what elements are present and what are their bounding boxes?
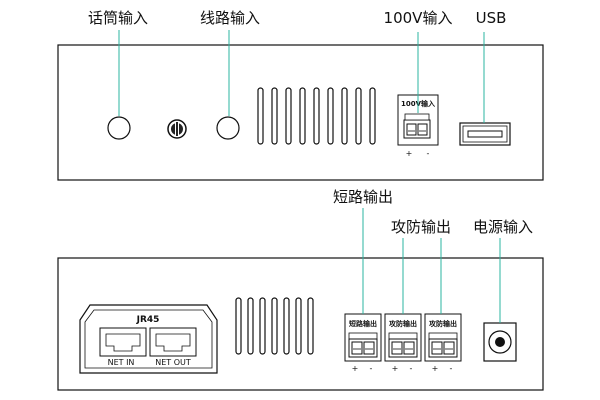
jr45-network-block: JR45 NET IN NET OUT bbox=[79, 304, 218, 374]
rj45-port-out bbox=[149, 327, 197, 357]
short-output-label: 短路输出 bbox=[333, 188, 393, 206]
line-input-jack bbox=[216, 116, 240, 140]
usb-label: USB bbox=[476, 9, 507, 27]
alarm-output-terminal-1: 攻防输出 + - bbox=[384, 313, 422, 373]
alarm-output-1-minus: - bbox=[410, 364, 413, 373]
alarm-output-label: 攻防输出 bbox=[391, 218, 451, 236]
alarm-output-2-plus: + bbox=[432, 364, 439, 373]
line-input-label: 线路输入 bbox=[200, 9, 260, 27]
dc-power-jack bbox=[483, 322, 517, 362]
jr45-label: JR45 bbox=[136, 315, 160, 325]
top-vent-slots bbox=[257, 87, 376, 145]
short-output-plus: + bbox=[352, 364, 359, 373]
usb-port bbox=[459, 122, 511, 146]
alarm-output-1-plus: + bbox=[392, 364, 399, 373]
net-in-label: NET IN bbox=[108, 358, 135, 367]
v100-input-label: 100V输入 bbox=[384, 9, 453, 27]
top-panel: 100V输入 + - 话筒输入 线路输入 100V输入 USB bbox=[57, 9, 544, 181]
power-input-label: 电源输入 bbox=[473, 218, 533, 236]
short-output-terminal: 短路输出 + - bbox=[344, 313, 382, 373]
alarm-output-2-minus: - bbox=[450, 364, 453, 373]
alarm-output-terminal-2-label: 攻防输出 bbox=[429, 319, 457, 328]
short-output-minus: - bbox=[370, 364, 373, 373]
volume-knob bbox=[167, 119, 187, 139]
mic-input-label: 话筒输入 bbox=[88, 9, 148, 27]
alarm-output-terminal-2: 攻防输出 + - bbox=[424, 313, 462, 373]
bottom-panel: JR45 NET IN NET OUT bbox=[57, 188, 544, 391]
short-output-terminal-label: 短路输出 bbox=[349, 319, 377, 328]
bottom-vent-slots bbox=[235, 297, 314, 355]
mic-input-jack bbox=[107, 116, 131, 140]
v100-terminal-block: 100V输入 + - bbox=[397, 94, 439, 158]
net-out-label: NET OUT bbox=[155, 358, 191, 367]
rj45-port-in bbox=[99, 327, 147, 357]
alarm-output-terminal-1-label: 攻防输出 bbox=[389, 319, 417, 328]
v100-minus-sign: - bbox=[427, 149, 430, 158]
v100-plus-sign: + bbox=[406, 149, 413, 158]
